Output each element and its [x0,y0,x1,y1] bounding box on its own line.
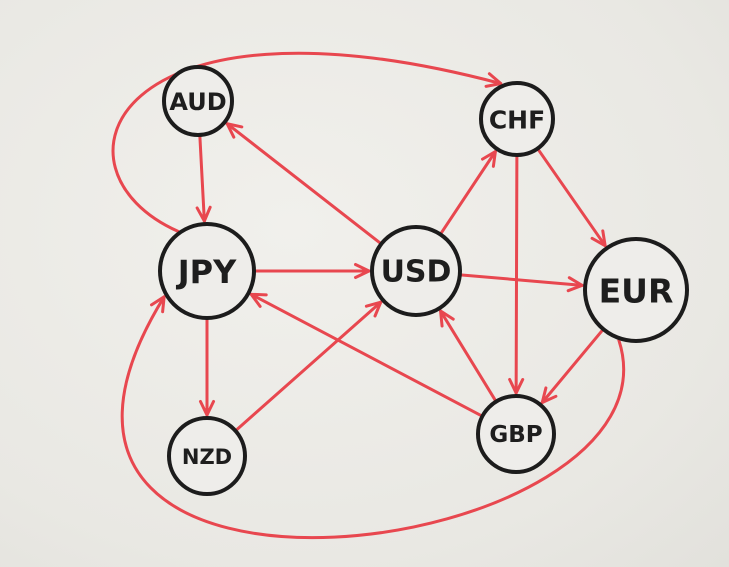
edge-line [198,135,206,223]
node-circle [158,222,256,320]
edge-chf-to-gbp [508,155,525,395]
edge-gbp-to-usd [439,309,497,402]
edge-jpy-to-usd [254,262,371,280]
edge-eur-to-gbp [540,329,604,405]
arrow-head [508,377,525,395]
node-label: CHF [489,106,545,135]
node-circle [167,416,247,496]
arrow-head [249,292,268,308]
node-label: JPY [176,253,237,291]
edges-layer [111,51,626,540]
edge-line [540,329,604,405]
arrow-head [150,295,166,314]
node-circle [162,65,234,137]
edge-usd-to-aud [225,122,382,245]
arrow-head [590,229,607,248]
arrow-head [198,399,216,417]
node-jpy: JPY [158,222,256,320]
node-nzd: NZD [167,416,247,496]
arrow-head [540,386,558,405]
node-chf: CHF [479,81,555,157]
arrow-head [225,122,244,139]
arrow-head [353,262,371,280]
node-circle [583,237,689,343]
edge-eur-to-jpy [120,295,626,540]
edge-jpy-to-chf [111,51,503,233]
edge-nzd-to-usd [235,300,383,431]
edge-line [249,292,483,417]
edge-gbp-to-jpy [249,292,483,417]
edge-aud-to-jpy [195,135,212,223]
edge-usd-to-eur [460,273,584,293]
node-label: EUR [599,272,674,311]
edge-line [439,309,497,402]
node-label: NZD [182,445,232,469]
edge-jpy-to-nzd [198,318,216,417]
node-label: USD [381,255,452,290]
node-circle [370,225,462,317]
edge-line [514,155,519,395]
node-label: AUD [169,88,226,116]
node-eur: EUR [583,237,689,343]
edge-line [225,122,382,245]
node-aud: AUD [162,65,234,137]
node-usd: USD [370,225,462,317]
arrow-head [566,276,584,293]
edge-usd-to-chf [439,149,497,235]
node-label: GBP [489,422,542,448]
edge-line [120,295,626,540]
arrow-head [195,205,212,223]
node-circle [479,81,555,157]
node-gbp: GBP [476,394,556,474]
edge-line [537,148,607,248]
node-circle [476,394,556,474]
edge-line [460,273,584,287]
edge-chf-to-eur [537,148,607,248]
arrow-head [481,149,497,168]
nodes-layer: AUD CHF JPY USD EUR NZD GBP [158,65,689,496]
arrow-head [439,309,455,328]
edge-line [235,300,383,431]
edge-line [111,51,503,233]
edge-line [439,149,497,235]
arrow-head [484,72,503,88]
arrow-head [364,300,383,318]
